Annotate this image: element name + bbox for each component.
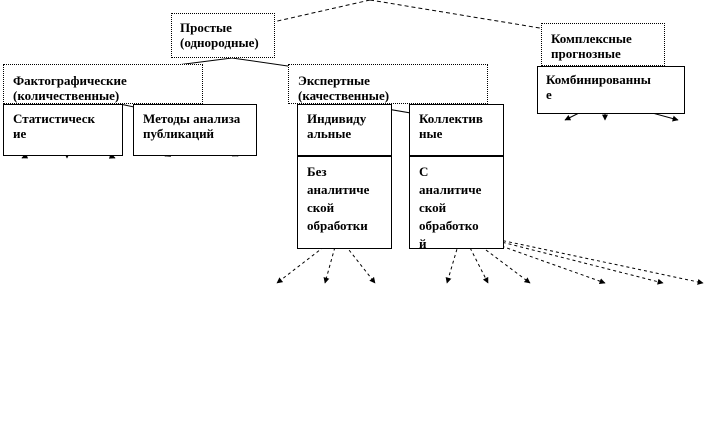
with-analysis-arrow-6	[461, 231, 704, 285]
node-combined-label: Комбинированны е	[546, 72, 651, 102]
node-complex-label: Комплексные прогнозные	[551, 31, 632, 61]
with-analysis-arrow-5	[461, 231, 664, 285]
node-factual-box	[3, 64, 203, 104]
node-statistical-label: Статистическ ие	[13, 111, 95, 141]
node-simple-label: Простые (однородные)	[180, 20, 259, 50]
node-publications-label: Методы анализа публикаций	[143, 111, 241, 141]
without-analysis-arrow-3	[337, 235, 376, 284]
node-publications-box	[133, 104, 257, 156]
node-individual-label: Индивиду альные	[307, 111, 367, 141]
node-expert-label: Экспертные (качественные)	[298, 73, 390, 103]
node-statistical-box	[3, 104, 123, 156]
node-expert-box	[288, 64, 488, 104]
node-simple-box	[171, 13, 275, 58]
node-with-analysis-box	[409, 156, 504, 249]
node-with-analysis-label: С аналитиче ской обработко й	[419, 164, 482, 251]
node-complex-box	[541, 23, 665, 66]
node-individual-box	[297, 104, 392, 156]
node-combined-box	[537, 66, 685, 114]
node-factual-label: Фактографические (количественные)	[13, 73, 127, 103]
node-without-analysis-label: Без аналитиче ской обработки	[307, 164, 370, 233]
node-without-analysis-box	[297, 156, 392, 249]
root-to-complex-line	[369, 0, 553, 31]
node-collective-label: Коллектив ные	[419, 111, 483, 141]
node-collective-box	[409, 104, 504, 156]
